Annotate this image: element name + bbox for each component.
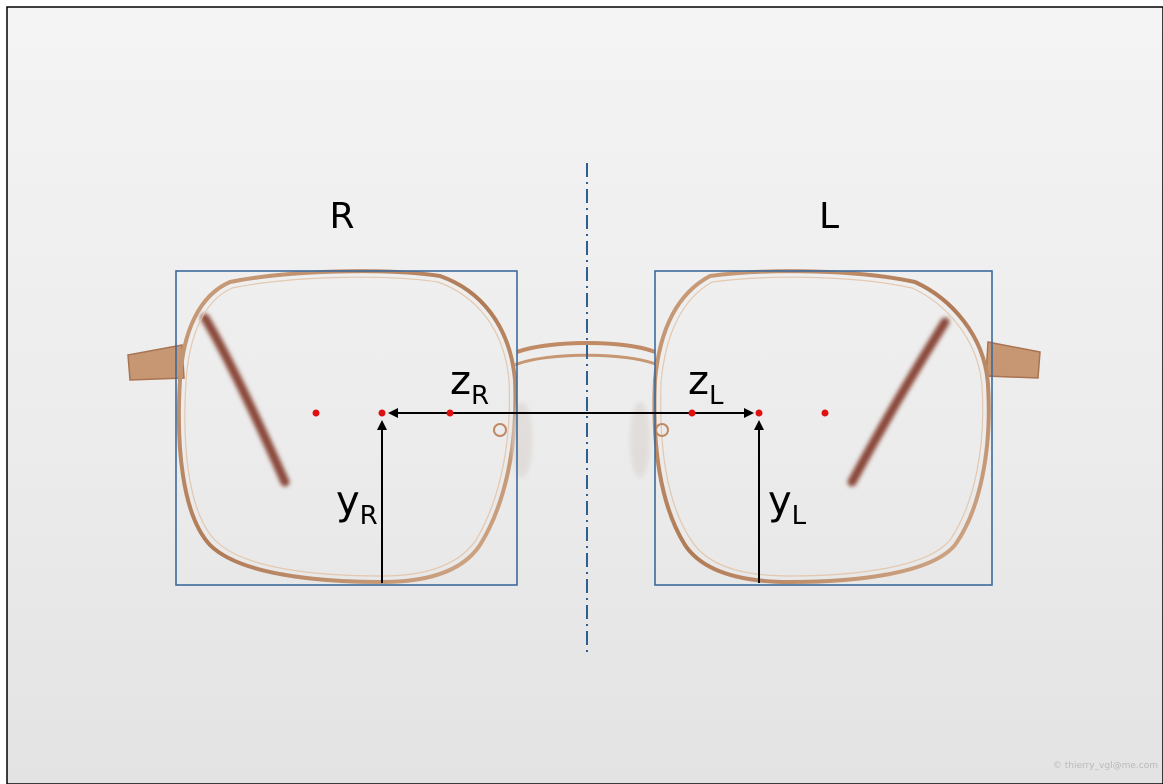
right-lens-rim (176, 269, 518, 585)
y-left-label: yL (768, 478, 807, 531)
marker-dot (755, 409, 763, 417)
photo-background (6, 6, 1163, 784)
marker-dot (821, 409, 829, 417)
marker-dot (378, 409, 386, 417)
right-side-label: R (329, 196, 354, 237)
left-nose-pad (630, 402, 650, 478)
right-lens-box (175, 270, 518, 586)
right-temple-arm (200, 313, 290, 487)
left-lens-box (654, 270, 993, 586)
marker-dot (446, 409, 454, 417)
left-side-label: L (819, 196, 839, 237)
y-right-label: yR (336, 478, 378, 531)
marker-dot (688, 409, 696, 417)
right-end-piece (127, 344, 185, 381)
watermark-text: © thierry_vgl@me.com (1053, 761, 1158, 771)
z-left-label: zL (688, 358, 724, 411)
marker-dot (312, 409, 320, 417)
z-right-label: zR (450, 358, 489, 411)
top-bridge (516, 341, 656, 354)
left-temple-arm (847, 317, 950, 487)
